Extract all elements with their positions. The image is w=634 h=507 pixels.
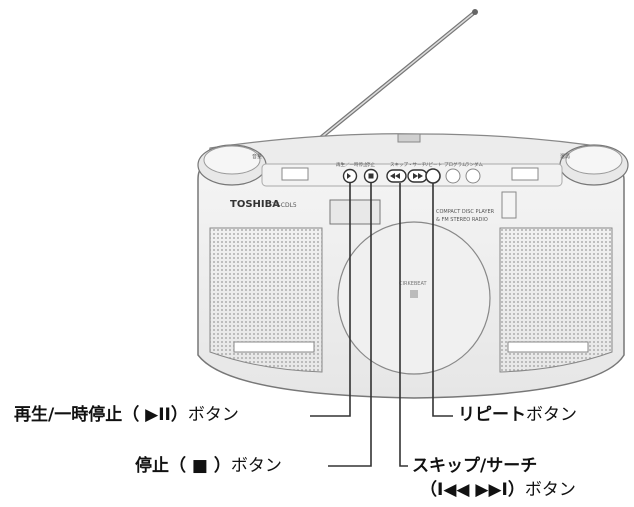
callout-skip-line-2: （I◀◀ ▶▶I）ボタン: [420, 479, 576, 501]
leader-lines: [310, 183, 453, 467]
right-speaker: [499, 227, 613, 373]
skip-forward-button[interactable]: [407, 169, 428, 183]
callout-play-pause: 再生/一時停止（ ▶II）ボタン: [14, 404, 239, 426]
callout-repeat-name: リピート: [458, 405, 526, 425]
label-random: ランダム: [465, 161, 483, 168]
callout-skip-suffix: ボタン: [524, 480, 576, 500]
label-stop: 停止: [366, 161, 375, 168]
callout-skip-symbols: （I◀◀ ▶▶I）: [420, 480, 525, 500]
volume-knob: [197, 144, 267, 186]
callout-stop-suffix: ボタン: [230, 456, 282, 476]
handle-slot: [397, 133, 421, 143]
antenna: [306, 9, 478, 150]
play-pause-button[interactable]: [342, 168, 358, 184]
leader-stop: [328, 183, 372, 467]
mode-switch: [511, 167, 539, 181]
label-skip: スキップ・サーチ: [390, 162, 426, 168]
label-repeat: リピート: [424, 162, 442, 168]
label-program: プログラム: [444, 161, 467, 168]
display-window: [329, 199, 381, 225]
callout-stop: 停止（ ■ ）ボタン: [135, 455, 282, 477]
band-switch: [281, 167, 309, 181]
model-name: TY-CDL5: [271, 202, 297, 209]
callout-skip-name: スキップ/サーチ: [412, 456, 538, 476]
headphone-jack-panel: [501, 191, 517, 219]
label-volume: 音量: [252, 153, 262, 160]
program-button[interactable]: [445, 168, 461, 184]
skip-back-button[interactable]: [386, 169, 407, 183]
random-button[interactable]: [465, 168, 481, 184]
leader-play-pause: [310, 183, 351, 417]
callout-play-pause-suffix: ボタン: [187, 405, 239, 425]
brand-logo: TOSHIBA: [230, 199, 280, 210]
callout-play-pause-name: 再生/一時停止（ ▶II）: [14, 405, 188, 425]
callout-skip-line-1: スキップ/サーチ: [412, 455, 537, 477]
callout-repeat-suffix: ボタン: [526, 405, 577, 425]
leader-repeat: [432, 183, 453, 417]
cd-logo: CIRKEBEAT: [399, 281, 427, 287]
stop-button[interactable]: [363, 168, 379, 184]
panel-line-2: & FM STEREO RADIO: [436, 217, 488, 223]
callout-repeat: リピートボタン: [458, 404, 577, 426]
panel-line-1: COMPACT DISC PLAYER: [436, 209, 495, 215]
tuning-knob: [559, 144, 629, 186]
leader-skip: [399, 183, 408, 467]
label-play: 再生／一時停止: [336, 161, 368, 168]
cd-lid: [337, 221, 491, 375]
label-tuning: 選局: [560, 153, 570, 160]
left-speaker: [209, 227, 323, 373]
repeat-button[interactable]: [425, 168, 441, 184]
callout-stop-name: 停止（ ■ ）: [135, 456, 231, 476]
